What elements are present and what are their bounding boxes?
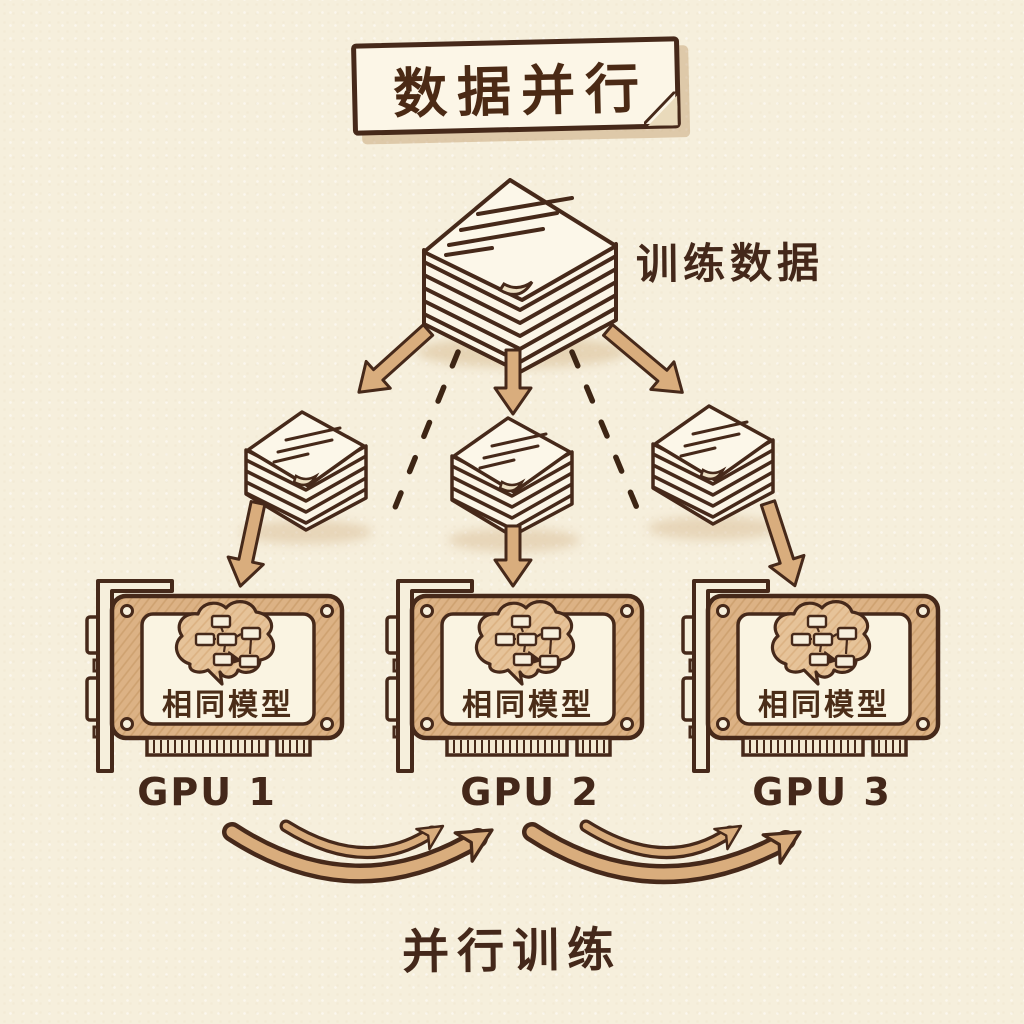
gpu-card-icon-3 xyxy=(683,581,938,771)
dashed-flow-line-right xyxy=(569,349,645,523)
shard-arrow-left xyxy=(221,497,278,592)
sync-arrow-outer-2 xyxy=(522,816,811,885)
gpu-card-icon-2 xyxy=(387,581,642,771)
gpu-name-label-2: GPU 2 xyxy=(460,770,600,814)
document-stack-small-icon xyxy=(651,404,775,526)
same-model-label-1: 相同模型 xyxy=(162,688,294,723)
gpu-card-icon-1 xyxy=(87,581,342,771)
gpu-name-label-3: GPU 3 xyxy=(752,770,892,814)
parallel-training-caption: 并行训练 xyxy=(401,922,623,981)
title-banner: 数据并行 xyxy=(350,36,682,136)
shard-arrow-right xyxy=(749,495,814,593)
same-model-label-2: 相同模型 xyxy=(462,688,594,723)
sync-arrow-inner-1 xyxy=(279,814,451,860)
page-title: 数据并行 xyxy=(392,56,650,126)
sync-arrow-inner-2 xyxy=(579,814,749,860)
same-model-label-3: 相同模型 xyxy=(758,688,890,723)
sync-arrow-outer-1 xyxy=(222,814,503,884)
document-stack-small-icon xyxy=(450,416,574,538)
gpu-name-label-1: GPU 1 xyxy=(137,770,277,814)
dashed-flow-line-left xyxy=(387,349,461,523)
training-data-label: 训练数据 xyxy=(635,238,825,289)
banner-fold-corner-icon xyxy=(647,95,678,126)
split-arrow-left xyxy=(345,315,442,408)
split-arrow-right xyxy=(594,314,696,408)
